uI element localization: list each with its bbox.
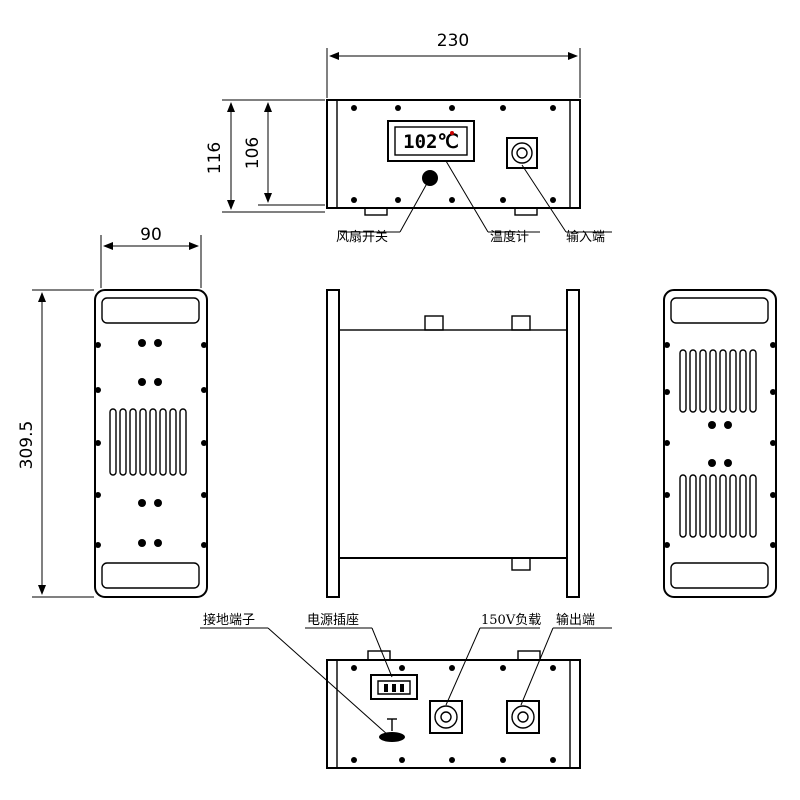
dimension-side-width: 90	[100, 225, 202, 288]
dim-230-label: 230	[437, 31, 469, 51]
thermometer-label: 温度计	[490, 229, 529, 245]
fan-switch-label: 风扇开关	[336, 229, 388, 245]
left-vent-slots	[109, 408, 187, 476]
right-vent-slots-upper	[679, 349, 757, 413]
dimension-heights: 116 106	[205, 99, 325, 213]
dimension-length: 309.5	[17, 289, 94, 598]
load-150v-connector	[429, 700, 463, 734]
dimension-width-top: 230	[326, 31, 581, 98]
load-150v-label: 150V负载	[481, 613, 541, 628]
output-terminal-label: 输出端	[556, 612, 595, 628]
power-socket	[370, 674, 418, 700]
dim-309-label: 309.5	[17, 421, 37, 470]
input-terminal-connector	[506, 137, 538, 169]
dim-106-label: 106	[243, 137, 263, 169]
top-view	[326, 289, 580, 598]
thermometer-display: 102℃	[387, 120, 475, 162]
input-terminal-label: 输入端	[566, 229, 605, 245]
output-terminal-connector	[506, 700, 540, 734]
dim-90-label: 90	[140, 225, 162, 245]
ground-terminal	[379, 718, 405, 742]
front-view: 102℃	[326, 99, 581, 216]
rear-leaders	[200, 627, 612, 736]
temperature-reading: 102℃	[403, 131, 459, 153]
right-side-view	[663, 289, 777, 598]
front-leaders	[340, 160, 612, 233]
left-side-view	[94, 289, 208, 598]
power-socket-label: 电源插座	[307, 613, 359, 628]
ground-terminal-label: 接地端子	[203, 612, 255, 628]
dim-116-label: 116	[205, 142, 225, 174]
front-rivets	[351, 105, 556, 203]
right-vent-slots-lower	[679, 474, 757, 538]
rear-view	[326, 650, 581, 769]
